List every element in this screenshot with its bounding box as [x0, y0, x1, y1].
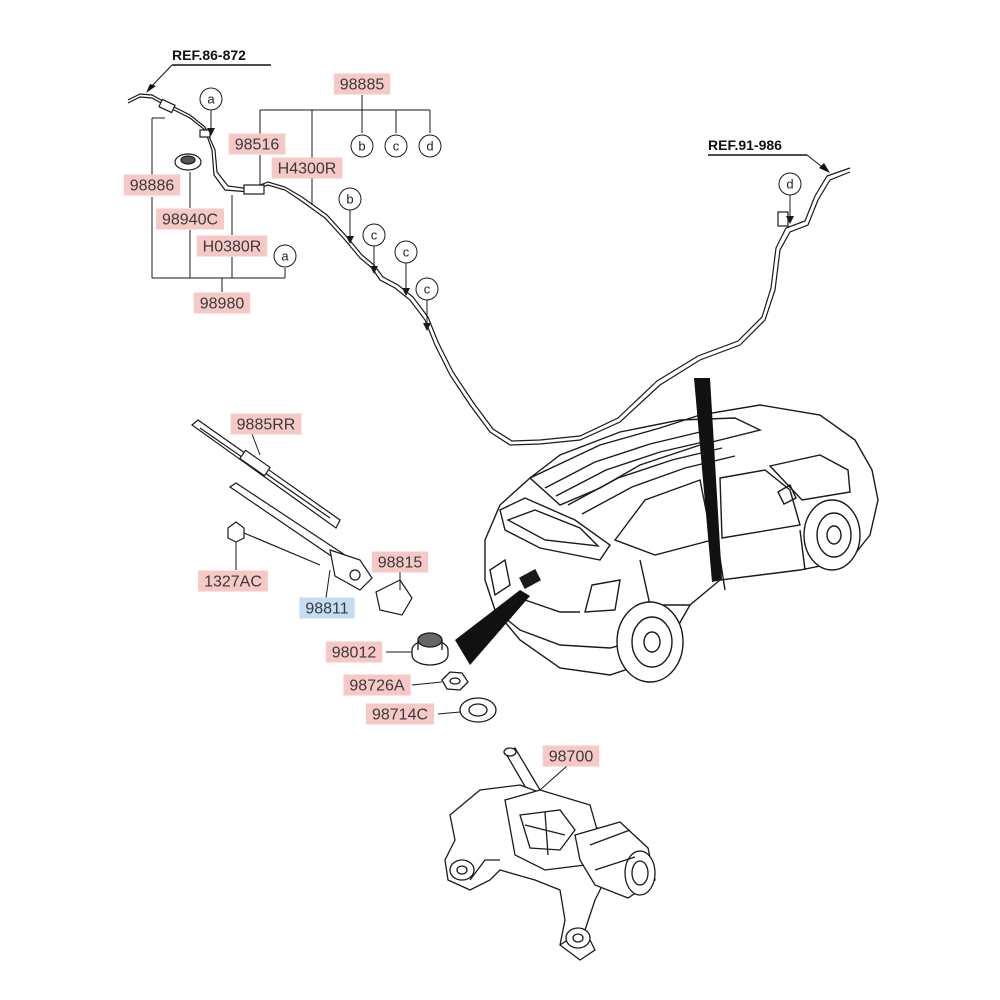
- pointer-wedge: [455, 590, 530, 665]
- washer-98714c: [459, 697, 497, 723]
- svg-text:c: c: [403, 245, 410, 260]
- label-1327ac: 1327AC: [198, 570, 268, 592]
- hose-joints: [158, 98, 789, 227]
- svg-text:98815: 98815: [378, 555, 423, 572]
- part-labels: 98885 98516 H4300R 98886 98940C H0380R 9…: [123, 73, 600, 767]
- connector-c-hose-1: c: [362, 223, 386, 247]
- svg-text:9885RR: 9885RR: [237, 417, 296, 434]
- svg-text:a: a: [207, 92, 215, 107]
- connector-circles: a b c d b c c c: [199, 87, 802, 301]
- vehicle-illustration: [484, 404, 879, 683]
- label-98980: 98980: [193, 292, 251, 314]
- arm-nut: [227, 521, 321, 566]
- label-98940c: 98940C: [155, 208, 225, 230]
- connector-c-hose-2: c: [394, 240, 418, 264]
- svg-text:98811: 98811: [305, 601, 348, 618]
- wiper-arm: [228, 482, 373, 591]
- svg-text:b: b: [346, 192, 353, 207]
- svg-text:98980: 98980: [200, 296, 245, 313]
- label-9885rr: 9885RR: [230, 413, 302, 435]
- ref-86-872-callout: REF.86-872: [146, 47, 271, 93]
- svg-text:98886: 98886: [130, 178, 175, 195]
- label-98886: 98886: [123, 174, 181, 196]
- label-h4300r: H4300R: [271, 157, 343, 179]
- connector-c-hose-3: c: [415, 277, 439, 301]
- svg-text:98885: 98885: [340, 77, 385, 94]
- label-98012: 98012: [325, 641, 383, 663]
- connector-b-top: b: [350, 134, 374, 158]
- label-98726a: 98726A: [343, 674, 411, 696]
- connector-d-top: d: [418, 134, 442, 158]
- svg-text:98012: 98012: [332, 645, 377, 662]
- svg-text:H4300R: H4300R: [278, 161, 337, 178]
- leader-lines-lower: [235, 433, 569, 791]
- label-98714c: 98714C: [365, 703, 435, 725]
- svg-text:98700: 98700: [549, 749, 594, 766]
- wiper-motor-98700: [444, 747, 656, 961]
- label-98815: 98815: [371, 551, 429, 573]
- ref-91-986-callout: REF.91-986: [708, 137, 830, 173]
- svg-text:d: d: [426, 139, 433, 154]
- connector-a-bracket: a: [273, 244, 297, 268]
- grommet-98012: [411, 632, 449, 666]
- leader-lines-top: [151, 95, 791, 325]
- wiper-blade: [191, 419, 341, 529]
- connector-d-right: d: [778, 172, 802, 196]
- svg-text:H0380R: H0380R: [203, 239, 262, 256]
- hose-routing-strip: [694, 378, 722, 582]
- label-98885: 98885: [333, 73, 391, 95]
- connector-b-hose: b: [338, 187, 362, 211]
- connector-arrows: [207, 128, 794, 331]
- wiper-cap: [375, 579, 413, 616]
- label-98516: 98516: [228, 133, 286, 155]
- svg-text:1327AC: 1327AC: [204, 574, 262, 591]
- svg-text:98940C: 98940C: [162, 212, 218, 229]
- label-98811: 98811: [299, 597, 355, 619]
- svg-text:98726A: 98726A: [349, 678, 404, 695]
- svg-text:c: c: [393, 139, 400, 154]
- ref-91-986-label: REF.91-986: [708, 137, 782, 153]
- svg-text:b: b: [358, 139, 365, 154]
- label-h0380r: H0380R: [196, 235, 268, 257]
- nozzle-grommet: [174, 153, 202, 171]
- svg-text:c: c: [371, 228, 378, 243]
- nut-98726a: [441, 671, 469, 691]
- svg-text:c: c: [424, 282, 431, 297]
- svg-text:d: d: [786, 177, 793, 192]
- svg-text:98714C: 98714C: [372, 707, 428, 724]
- washer-hose: [127, 93, 851, 446]
- svg-text:a: a: [281, 249, 289, 264]
- connector-c-top: c: [384, 134, 408, 158]
- label-98700: 98700: [542, 745, 600, 767]
- svg-text:98516: 98516: [235, 137, 280, 154]
- connector-a-top: a: [199, 87, 223, 111]
- ref-86-872-label: REF.86-872: [172, 47, 246, 63]
